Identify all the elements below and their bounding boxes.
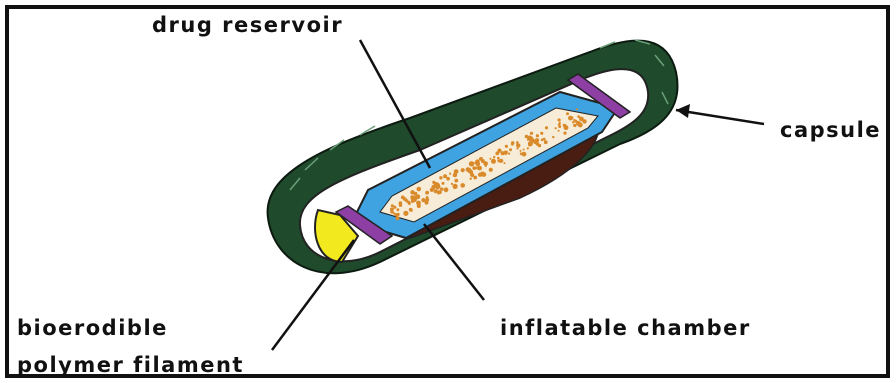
drug-particle xyxy=(414,192,417,195)
drug-particle xyxy=(467,168,472,173)
drug-particle xyxy=(520,150,522,152)
drug-particle xyxy=(532,139,536,143)
drug-particle xyxy=(523,149,525,151)
label-capsule: capsule xyxy=(780,120,881,141)
drug-particle xyxy=(545,126,548,129)
drug-particle xyxy=(572,121,574,123)
drug-particle xyxy=(453,173,457,177)
label-bioerodible: bioerodible xyxy=(17,318,168,339)
drug-particle xyxy=(508,153,510,155)
drug-particle xyxy=(443,174,447,178)
drug-particle xyxy=(403,211,408,216)
drug-particle xyxy=(581,118,583,120)
drug-particle xyxy=(573,124,576,127)
drug-particle xyxy=(544,140,548,144)
drug-particle xyxy=(566,112,569,115)
drug-particle xyxy=(506,151,508,153)
drug-particle xyxy=(509,148,512,151)
drug-particle xyxy=(396,216,400,220)
drug-particle xyxy=(484,162,488,166)
drug-particle xyxy=(476,162,481,167)
drug-particle xyxy=(555,127,557,129)
drug-particle xyxy=(530,132,533,135)
drug-particle xyxy=(495,152,499,156)
drug-particle xyxy=(525,135,528,138)
drug-particle xyxy=(564,125,569,130)
drug-particle xyxy=(473,176,477,180)
drug-particle xyxy=(568,116,573,121)
drug-particle xyxy=(442,182,445,185)
drug-particle xyxy=(453,184,458,189)
drug-particle xyxy=(558,130,560,132)
drug-particle xyxy=(497,157,500,160)
drug-particle xyxy=(563,132,566,135)
drug-particle xyxy=(482,172,484,174)
drug-particle xyxy=(409,202,411,204)
drug-particle xyxy=(446,177,450,181)
drug-particle xyxy=(505,145,508,148)
drug-particle xyxy=(449,173,451,175)
drug-particle xyxy=(504,162,506,164)
drug-particle xyxy=(413,195,417,199)
drug-particle xyxy=(439,176,442,179)
leader-inflatable-chamber xyxy=(424,224,484,300)
drug-particle xyxy=(501,151,505,155)
drug-particle xyxy=(576,108,578,110)
drug-particle xyxy=(470,178,472,180)
drug-particle xyxy=(438,190,442,194)
leader-capsule-arrowhead xyxy=(676,104,690,118)
drug-particle xyxy=(558,123,561,126)
drug-particle xyxy=(410,190,414,194)
drug-particle xyxy=(511,143,514,146)
drug-particle xyxy=(478,173,482,177)
drug-particle xyxy=(425,191,429,195)
drug-particle xyxy=(481,159,485,163)
drug-particle xyxy=(489,168,493,172)
drug-particle xyxy=(426,196,429,199)
drug-particle xyxy=(493,156,495,158)
drug-particle xyxy=(397,208,400,211)
drug-particle xyxy=(416,201,421,206)
drug-particle xyxy=(558,118,561,121)
drug-particle xyxy=(472,166,476,170)
drug-particle xyxy=(552,136,554,138)
drug-particle xyxy=(435,183,440,188)
drug-particle xyxy=(489,158,491,160)
drug-particle xyxy=(540,132,543,135)
drug-particle xyxy=(434,189,438,193)
drug-particle xyxy=(536,134,539,137)
drug-particle xyxy=(538,144,541,147)
drug-particle xyxy=(460,183,465,188)
drug-particle xyxy=(522,152,527,157)
drug-particle xyxy=(499,159,503,163)
drug-particle xyxy=(454,179,458,183)
label-polymer-filament: polymer filament xyxy=(17,355,244,376)
drug-particle xyxy=(541,139,544,142)
drug-particle xyxy=(396,213,399,216)
label-drug-reservoir: drug reservoir xyxy=(152,15,343,36)
drug-particle xyxy=(491,159,496,164)
label-inflatable-chamber: inflatable chamber xyxy=(500,318,751,339)
drug-particle xyxy=(582,119,586,123)
drug-particle xyxy=(579,123,582,126)
drug-particle xyxy=(527,139,529,141)
drug-particle xyxy=(535,138,539,142)
drug-particle xyxy=(451,183,453,185)
drug-particle xyxy=(444,187,449,192)
drug-particle xyxy=(393,212,395,214)
leader-capsule xyxy=(676,110,764,124)
drug-particle xyxy=(516,143,520,147)
drug-particle xyxy=(391,204,394,207)
drug-particle xyxy=(399,201,403,205)
drug-particle xyxy=(461,168,465,172)
drug-particle xyxy=(527,147,529,149)
drug-particle xyxy=(477,166,482,171)
drug-particle xyxy=(417,187,422,192)
drug-particle xyxy=(410,209,413,212)
drug-particle xyxy=(469,161,474,166)
